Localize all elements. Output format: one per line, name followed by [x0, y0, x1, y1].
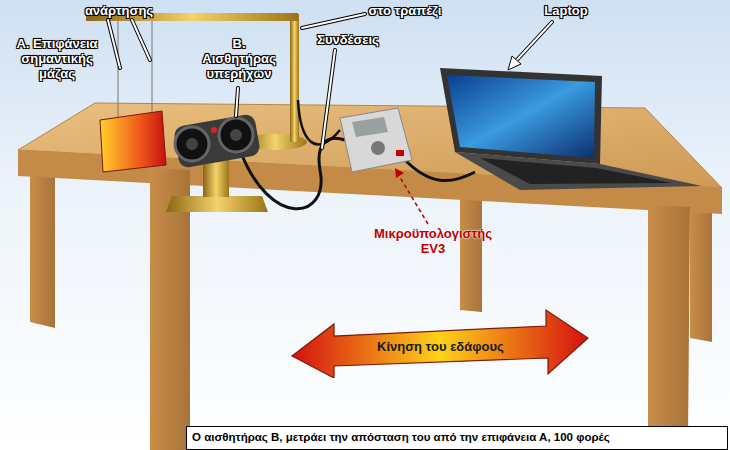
- ev3-brick: [340, 108, 412, 172]
- leader-line: [108, 14, 552, 148]
- cable: [298, 100, 340, 144]
- laptop-screen: [447, 75, 595, 158]
- part-label: Β. Αισθητήρας υπερήχων: [196, 36, 282, 81]
- table-leg: [30, 160, 55, 328]
- sensor-eye: [219, 118, 253, 152]
- note-box: Ο αισθητήρας Β, μετράει την απόσταση του…: [186, 426, 728, 450]
- sensor-led: [211, 127, 217, 133]
- sensor-pedestal: [166, 196, 268, 212]
- leader-arrowhead: [508, 56, 521, 70]
- part-label: Α. Επιφάνεια σημαντικής μάζας: [14, 36, 100, 81]
- stand-post: [290, 14, 299, 142]
- part-label: ανάρτησης: [74, 3, 164, 18]
- sensor-eye: [186, 138, 198, 150]
- part-label: Μικροϋπολογιστής EV3: [368, 226, 498, 256]
- sensor-pedestal: [203, 160, 229, 197]
- leader-arrowhead: [395, 168, 404, 178]
- thread: [152, 21, 153, 112]
- table-leg: [690, 205, 712, 342]
- sensor-eye: [175, 127, 209, 161]
- arrow-label: Κίνηση του εδάφους: [377, 339, 504, 354]
- cable: [405, 160, 475, 181]
- sensor-eye: [230, 129, 242, 141]
- leader-line: [398, 174, 428, 224]
- laptop-base: [455, 152, 702, 190]
- sensor-body: [173, 113, 261, 169]
- double-arrow-outline: [292, 310, 588, 378]
- ev3-button: [371, 141, 385, 155]
- laptop-keyboard: [480, 158, 672, 184]
- part-label: Laptop: [536, 3, 596, 18]
- part-label: στο τραπέζι: [355, 3, 455, 18]
- laptop-lid: [440, 68, 602, 164]
- ev3-screen: [352, 117, 388, 137]
- ev3-port: [396, 150, 404, 156]
- mass-plate: [100, 111, 166, 172]
- table-leg: [648, 205, 690, 440]
- motion-double-arrow: Κίνηση του εδάφους: [290, 306, 590, 378]
- part-label: Συνδέσεις: [308, 32, 388, 47]
- note-text: Ο αισθητήρας Β, μετράει την απόσταση του…: [192, 430, 722, 444]
